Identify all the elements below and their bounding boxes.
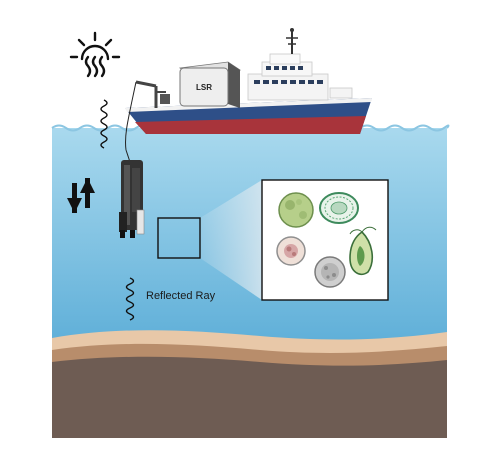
sun-heat-icon xyxy=(69,31,121,78)
up-down-arrows-icon xyxy=(67,178,95,213)
plankton-inset xyxy=(261,179,389,301)
lsr-label: LSR xyxy=(196,83,212,92)
optical-profiler-instrument xyxy=(119,149,145,238)
phytoplankton-cell-grey xyxy=(314,256,346,288)
phytoplankton-cell-green xyxy=(278,192,314,228)
sampling-window xyxy=(157,217,201,259)
zoom-beam xyxy=(200,180,262,300)
phytoplankton-cell-diatom xyxy=(319,192,359,224)
ship-bridge xyxy=(247,73,329,101)
incident-light-wave xyxy=(100,99,108,149)
reflected-ray-wave xyxy=(125,277,135,321)
ship-hull-waterline xyxy=(135,116,366,134)
phytoplankton-cell-flagellate xyxy=(349,226,377,276)
reflected-ray-label: Reflected Ray xyxy=(146,290,216,302)
tether-cable xyxy=(125,81,137,151)
lsr-box: LSR xyxy=(178,61,242,108)
phytoplankton-cell-pink xyxy=(276,236,306,266)
sediment-layer-dark xyxy=(52,356,447,438)
research-ship: LSR xyxy=(125,28,372,151)
